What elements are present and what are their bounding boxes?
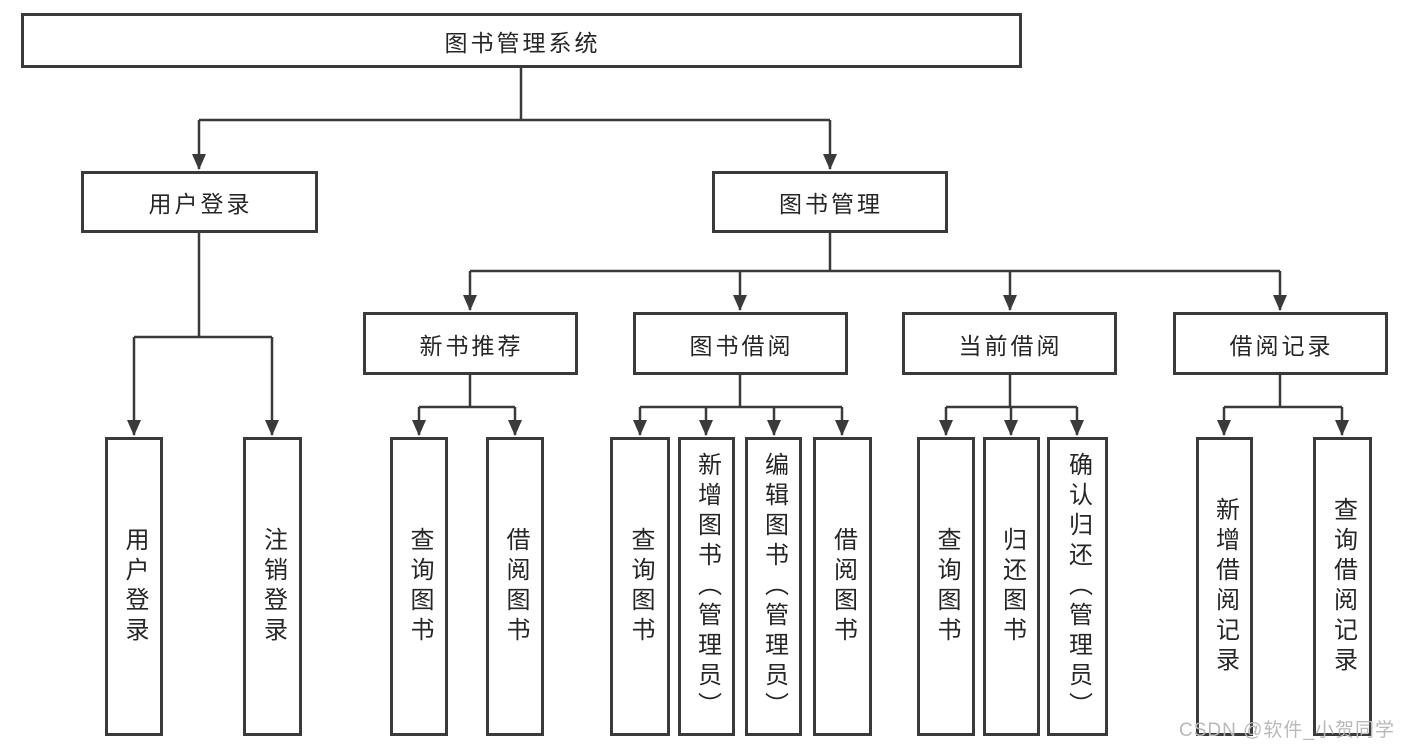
leaf-label: 查询图书 xyxy=(627,526,654,647)
node-user-login: 用户登录 xyxy=(81,171,318,233)
node-label: 新书推荐 xyxy=(419,332,524,359)
node-root-library-system: 图书管理系统 xyxy=(21,13,1022,68)
csdn-watermark: CSDN @软件_小贺同学 xyxy=(1179,720,1395,741)
node-label: 当前借阅 xyxy=(958,332,1063,359)
leaf-label: 查询图书 xyxy=(406,526,433,647)
leaf-label: 查询图书 xyxy=(933,526,960,647)
leaf-borrow-book: 借阅图书 xyxy=(813,437,872,736)
node-label: 图书管理 xyxy=(779,191,883,217)
node-borrow-record: 借阅记录 xyxy=(1173,312,1388,375)
leaf-label: 编辑图书（管理员） xyxy=(760,451,788,722)
leaf-label: 确认归还（管理员） xyxy=(1064,451,1092,722)
leaf-confirm-return-admin: 确认归还（管理员） xyxy=(1047,437,1108,736)
leaf-query-borrow-record: 查询借阅记录 xyxy=(1313,437,1372,736)
leaf-query-book-borrow: 查询图书 xyxy=(610,437,670,736)
node-book-management: 图书管理 xyxy=(712,171,948,233)
node-label: 图书借阅 xyxy=(689,332,794,359)
node-label: 图书管理系统 xyxy=(444,29,601,56)
leaf-borrow-book-recommend: 借阅图书 xyxy=(486,437,544,736)
leaf-query-book-recommend: 查询图书 xyxy=(390,437,448,736)
leaf-return-book: 归还图书 xyxy=(983,437,1040,736)
leaf-user-login: 用户登录 xyxy=(105,437,163,736)
leaf-label: 借阅图书 xyxy=(829,526,857,647)
leaf-label: 借阅图书 xyxy=(502,526,529,647)
leaf-edit-book-admin: 编辑图书（管理员） xyxy=(745,437,802,736)
leaf-label: 归还图书 xyxy=(998,526,1026,647)
leaf-label: 查询借阅记录 xyxy=(1329,496,1357,677)
node-book-borrow: 图书借阅 xyxy=(633,312,848,375)
leaf-logout: 注销登录 xyxy=(243,437,302,736)
leaf-add-borrow-record: 新增借阅记录 xyxy=(1196,437,1253,736)
node-current-borrow: 当前借阅 xyxy=(902,312,1117,375)
leaf-label: 新增借阅记录 xyxy=(1211,496,1239,677)
node-new-book-recommend: 新书推荐 xyxy=(363,312,578,375)
node-label: 借阅记录 xyxy=(1229,332,1334,359)
node-label: 用户登录 xyxy=(148,191,253,217)
leaf-add-book-admin: 新增图书（管理员） xyxy=(678,437,735,736)
leaf-label: 用户登录 xyxy=(121,526,148,647)
leaf-label: 新增图书（管理员） xyxy=(693,451,721,722)
leaf-query-book-current: 查询图书 xyxy=(917,437,975,736)
leaf-label: 注销登录 xyxy=(259,526,287,647)
